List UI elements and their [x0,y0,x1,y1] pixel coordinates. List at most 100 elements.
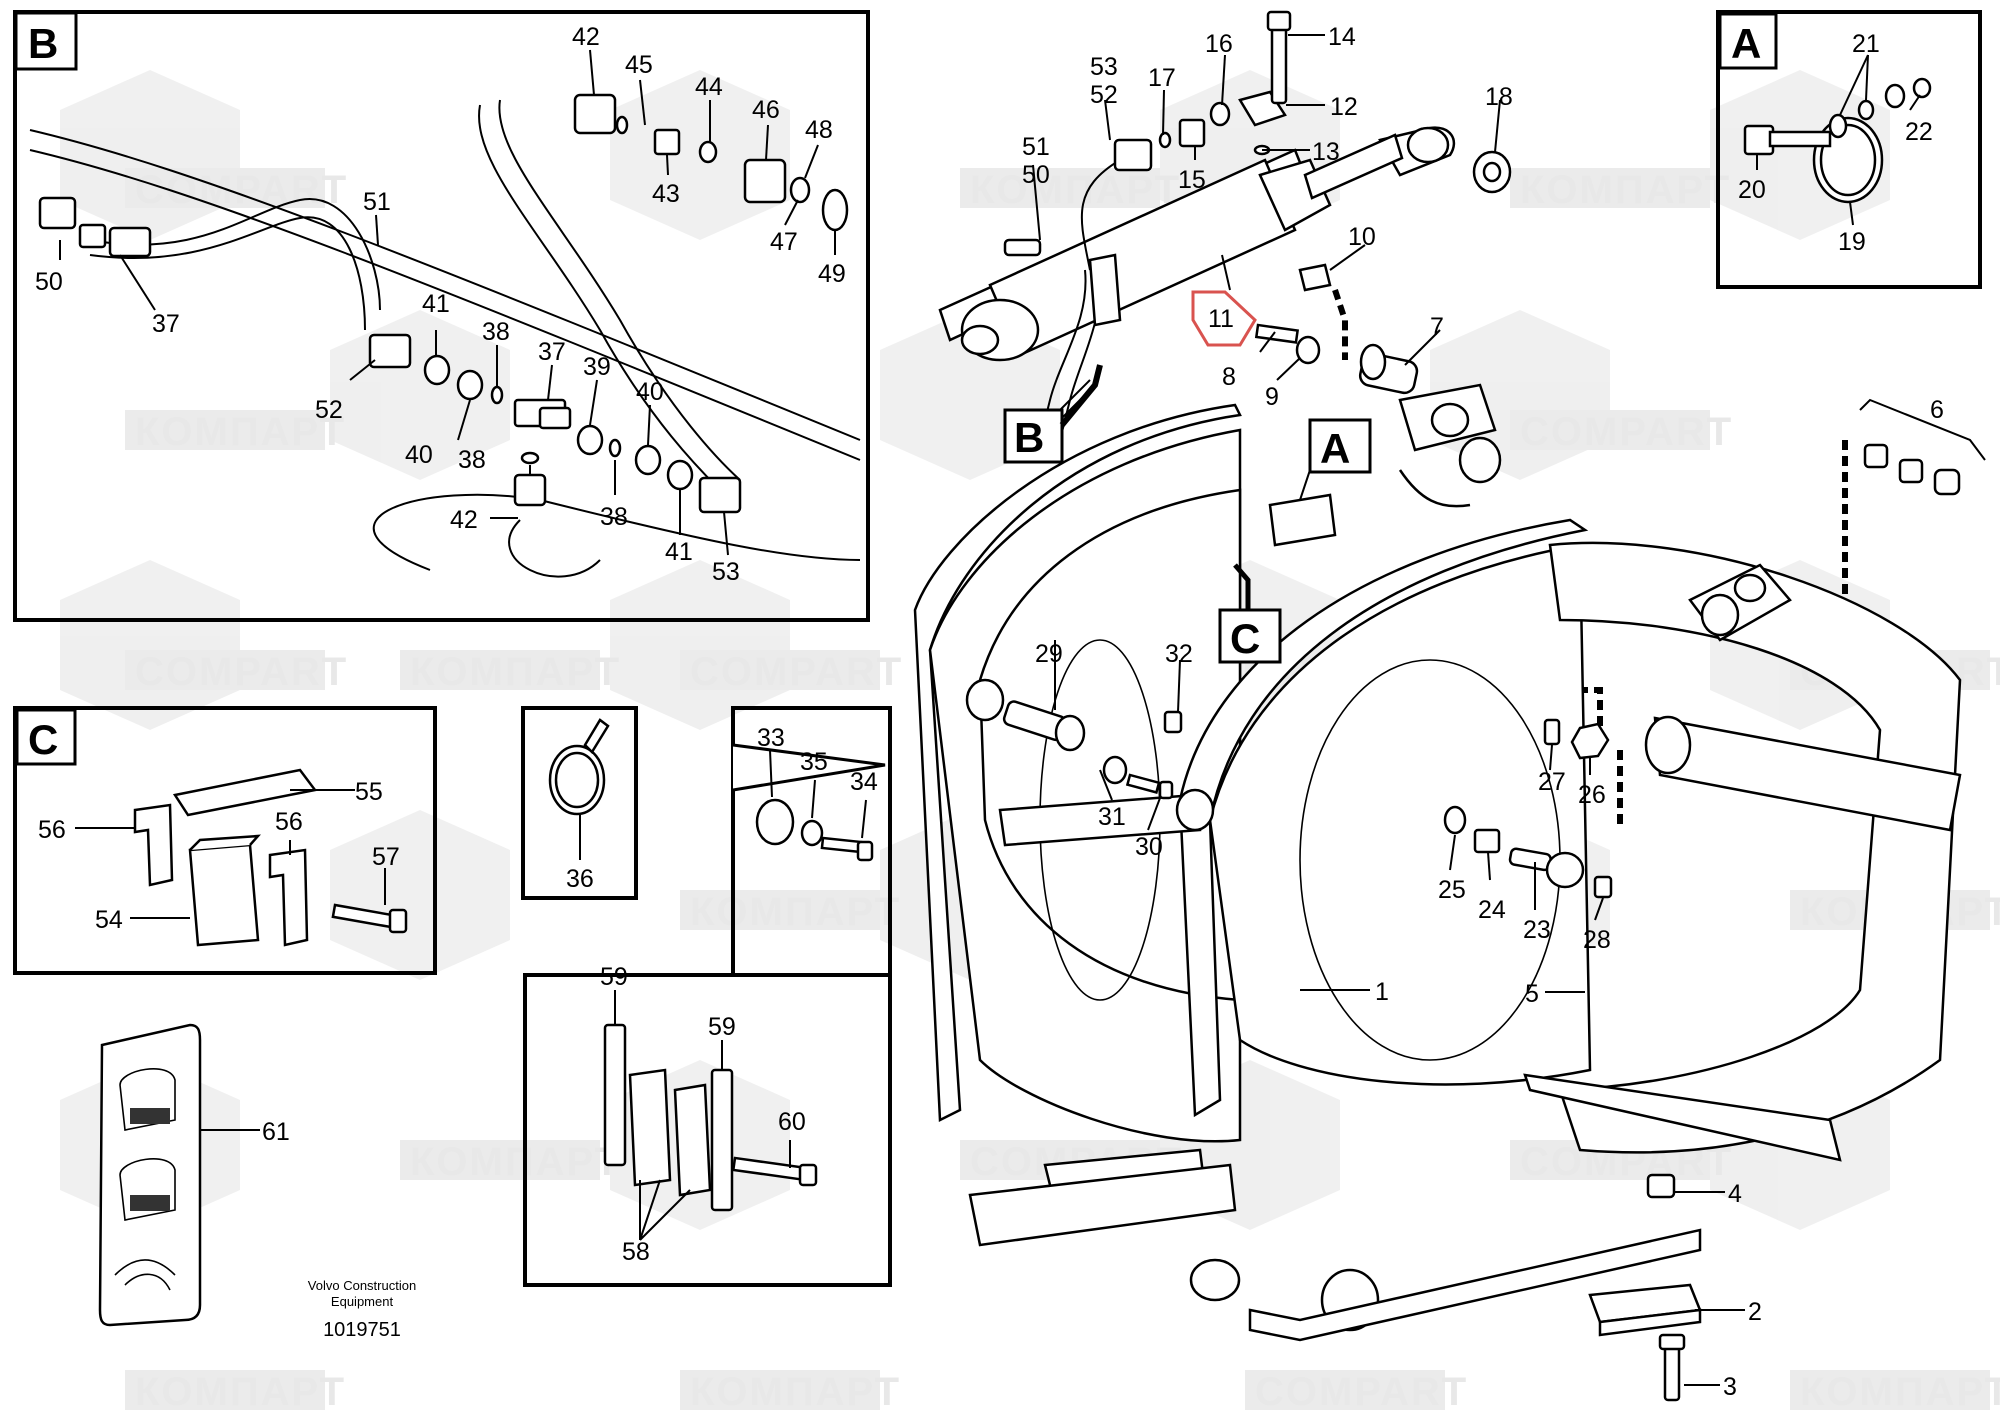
callout-40[interactable]: 40 [636,378,664,406]
callout-41[interactable]: 41 [665,538,693,566]
drawing-number: 1019751 [323,1319,401,1341]
callout-19[interactable]: 19 [1838,228,1866,256]
inset-33-35: 33 35 34 [731,706,892,977]
callout-59[interactable]: 59 [600,963,628,991]
callout-38[interactable]: 38 [482,318,510,346]
callout-50[interactable]: 50 [1022,161,1050,189]
callout-58[interactable]: 58 [622,1238,650,1266]
callout-16[interactable]: 16 [1205,30,1233,58]
callout-41[interactable]: 41 [422,290,450,318]
callout-42[interactable]: 42 [450,506,478,534]
callout-14[interactable]: 14 [1328,23,1356,51]
callout-26[interactable]: 26 [1578,781,1606,809]
callout-56[interactable]: 56 [38,816,66,844]
callout-51[interactable]: 51 [1022,133,1050,161]
callout-44[interactable]: 44 [695,73,723,101]
callout-50[interactable]: 50 [35,268,63,296]
callout-25[interactable]: 25 [1438,876,1466,904]
callout-54[interactable]: 54 [95,906,123,934]
callout-40[interactable]: 40 [405,441,433,469]
callout-56[interactable]: 56 [275,808,303,836]
callout-17[interactable]: 17 [1148,64,1176,92]
callout-51[interactable]: 51 [363,188,391,216]
callout-13[interactable]: 13 [1312,138,1340,166]
callout-52[interactable]: 52 [315,396,343,424]
callout-57[interactable]: 57 [372,843,400,871]
callout-48[interactable]: 48 [805,116,833,144]
callout-2[interactable]: 2 [1748,1298,1762,1326]
callout-55[interactable]: 55 [355,778,383,806]
callout-4[interactable]: 4 [1728,1180,1742,1208]
callout-34[interactable]: 34 [850,768,878,796]
callout-24[interactable]: 24 [1478,896,1506,924]
detail-tag-c[interactable]: C [1230,615,1260,662]
callout-21[interactable]: 21 [1852,30,1880,58]
detail-tag-a[interactable]: A [1320,425,1350,472]
callout-1[interactable]: 1 [1375,978,1389,1006]
company-line-1: Volvo Construction [308,1278,416,1293]
svg-text:КОМПАРТ: КОМПАРТ [1520,168,1731,212]
svg-text:КОМПАРТ: КОМПАРТ [690,1370,901,1412]
callout-28[interactable]: 28 [1583,926,1611,954]
callout-60[interactable]: 60 [778,1108,806,1136]
inset-36: 36 [521,706,638,900]
callout-52[interactable]: 52 [1090,81,1118,109]
callout-37[interactable]: 37 [538,338,566,366]
main-leaders [1032,34,1745,1386]
svg-text:КОМПАРТ: КОМПАРТ [135,410,346,454]
callout-6[interactable]: 6 [1930,396,1944,424]
svg-text:COMPART: COMPART [690,650,903,694]
callout-7[interactable]: 7 [1430,313,1444,341]
callout-3[interactable]: 3 [1723,1373,1737,1401]
callout-27[interactable]: 27 [1538,768,1566,796]
callout-29[interactable]: 29 [1035,640,1063,668]
callout-22[interactable]: 22 [1905,118,1933,146]
svg-text:КОМПАРТ: КОМПАРТ [1800,1370,2000,1412]
inset-b: B [13,10,870,622]
callout-32[interactable]: 32 [1165,640,1193,668]
callout-37[interactable]: 37 [152,310,180,338]
callout-59[interactable]: 59 [708,1013,736,1041]
callout-46[interactable]: 46 [752,96,780,124]
callout-20[interactable]: 20 [1738,176,1766,204]
callout-30[interactable]: 30 [1135,833,1163,861]
callout-45[interactable]: 45 [625,51,653,79]
inset-c: C 56 55 56 57 54 [13,706,437,975]
callout-12[interactable]: 12 [1330,93,1358,121]
svg-text:COMPART: COMPART [1255,1370,1468,1412]
callout-35[interactable]: 35 [800,748,828,776]
inset-a: A 21 22 20 19 [1716,10,1982,289]
svg-text:КОМПАРТ: КОМПАРТ [135,1370,346,1412]
callout-33[interactable]: 33 [757,724,785,752]
callout-31[interactable]: 31 [1098,803,1126,831]
callout-18[interactable]: 18 [1485,83,1513,111]
inset-c-tag: C [28,716,58,763]
callout-39[interactable]: 39 [583,353,611,381]
detail-tag-b[interactable]: B [1014,414,1044,461]
callout-42[interactable]: 42 [572,23,600,51]
callout-8[interactable]: 8 [1222,363,1236,391]
highlight-part-11[interactable] [1191,290,1257,347]
inset-a-tag: A [1731,20,1761,67]
callout-53[interactable]: 53 [712,558,740,586]
inset-58-60: 59 59 60 58 [523,963,892,1287]
inset-b-tag-box [14,11,78,71]
callout-38[interactable]: 38 [600,503,628,531]
callout-49[interactable]: 49 [818,260,846,288]
svg-text:КОМПАРТ: КОМПАРТ [690,890,901,934]
svg-text:КОМПАРТ: КОМПАРТ [410,1140,621,1184]
callout-10[interactable]: 10 [1348,223,1376,251]
callout-11[interactable]: 11 [1208,305,1234,333]
company-line-2: Equipment [331,1294,394,1309]
callout-23[interactable]: 23 [1523,916,1551,944]
callout-5[interactable]: 5 [1525,980,1539,1008]
callout-15[interactable]: 15 [1178,166,1206,194]
callout-9[interactable]: 9 [1265,383,1279,411]
callout-47[interactable]: 47 [770,228,798,256]
callout-61[interactable]: 61 [262,1118,290,1146]
callout-38[interactable]: 38 [458,446,486,474]
callout-36[interactable]: 36 [566,865,594,893]
callout-43[interactable]: 43 [652,180,680,208]
callout-53[interactable]: 53 [1090,53,1118,81]
